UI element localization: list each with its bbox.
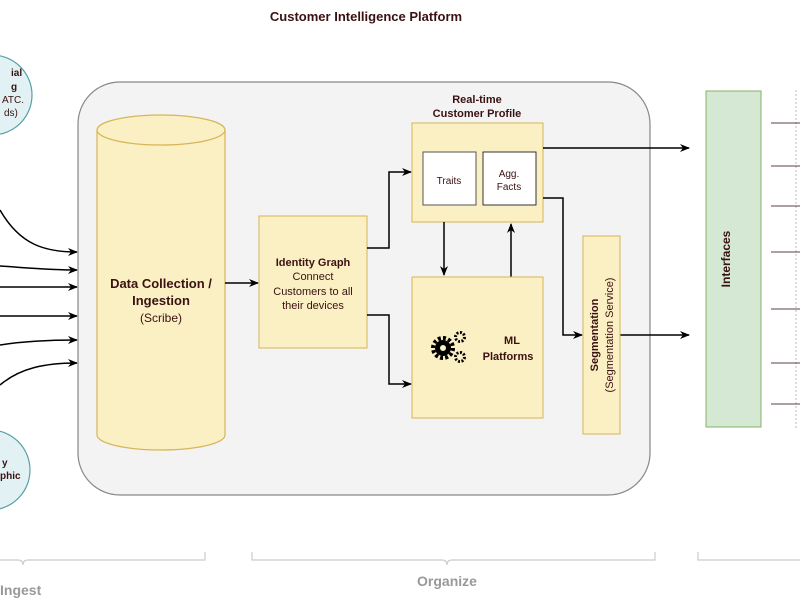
diagram-title: Customer Intelligence Platform <box>270 9 462 24</box>
svg-text:their devices: their devices <box>282 300 344 312</box>
svg-text:(Segmentation Service): (Segmentation Service) <box>604 278 616 393</box>
svg-text:Segmentation: Segmentation <box>589 298 601 371</box>
traits-box <box>422 151 477 206</box>
interface-connectors <box>771 90 800 430</box>
section-braces <box>0 552 800 566</box>
source-circle-top: ial g ATC. ds) <box>0 55 33 135</box>
svg-text:Agg.: Agg. <box>499 169 520 180</box>
identity-graph-box[interactable]: Identity Graph Connect Customers to all … <box>258 215 368 349</box>
ingest-arrows <box>0 209 78 386</box>
customer-profile-box[interactable]: Traits Agg. Facts <box>411 122 544 223</box>
interfaces-box[interactable]: Interfaces <box>705 90 762 428</box>
profile-title: Real-time <box>452 94 502 106</box>
agg-facts-box <box>482 151 537 206</box>
svg-text:Facts: Facts <box>497 182 521 193</box>
svg-text:Customers to all: Customers to all <box>273 286 352 298</box>
svg-text:Ingestion: Ingestion <box>132 293 190 308</box>
svg-text:Platforms: Platforms <box>483 351 534 363</box>
profile-arrows <box>440 144 690 339</box>
data-collection-cylinder[interactable]: Data Collection / Ingestion (Scribe) <box>96 114 226 451</box>
svg-text:phic: phic <box>0 471 21 482</box>
svg-text:y: y <box>2 458 8 469</box>
svg-text:Interfaces: Interfaces <box>719 230 733 287</box>
svg-text:(Scribe): (Scribe) <box>140 311 182 325</box>
section-ingest: Ingest <box>0 582 42 598</box>
svg-text:Connect: Connect <box>293 271 334 283</box>
ml-platforms-box[interactable]: ML Platforms <box>411 276 544 419</box>
segmentation-box[interactable]: Segmentation (Segmentation Service) <box>582 235 621 435</box>
svg-text:ATC.: ATC. <box>2 95 24 106</box>
svg-text:Identity Graph: Identity Graph <box>276 257 351 269</box>
svg-text:g: g <box>11 82 17 93</box>
svg-text:ML: ML <box>504 335 520 347</box>
section-organize: Organize <box>417 573 477 589</box>
svg-text:ial: ial <box>11 68 22 79</box>
identity-arrows <box>367 168 412 388</box>
source-circle-bottom: y phic <box>0 430 31 510</box>
svg-text:ds): ds) <box>4 108 18 119</box>
profile-subtitle: Customer Profile <box>433 108 522 120</box>
svg-text:Traits: Traits <box>437 176 462 187</box>
svg-text:Data Collection /: Data Collection / <box>110 276 212 291</box>
gears-icon <box>431 331 466 363</box>
